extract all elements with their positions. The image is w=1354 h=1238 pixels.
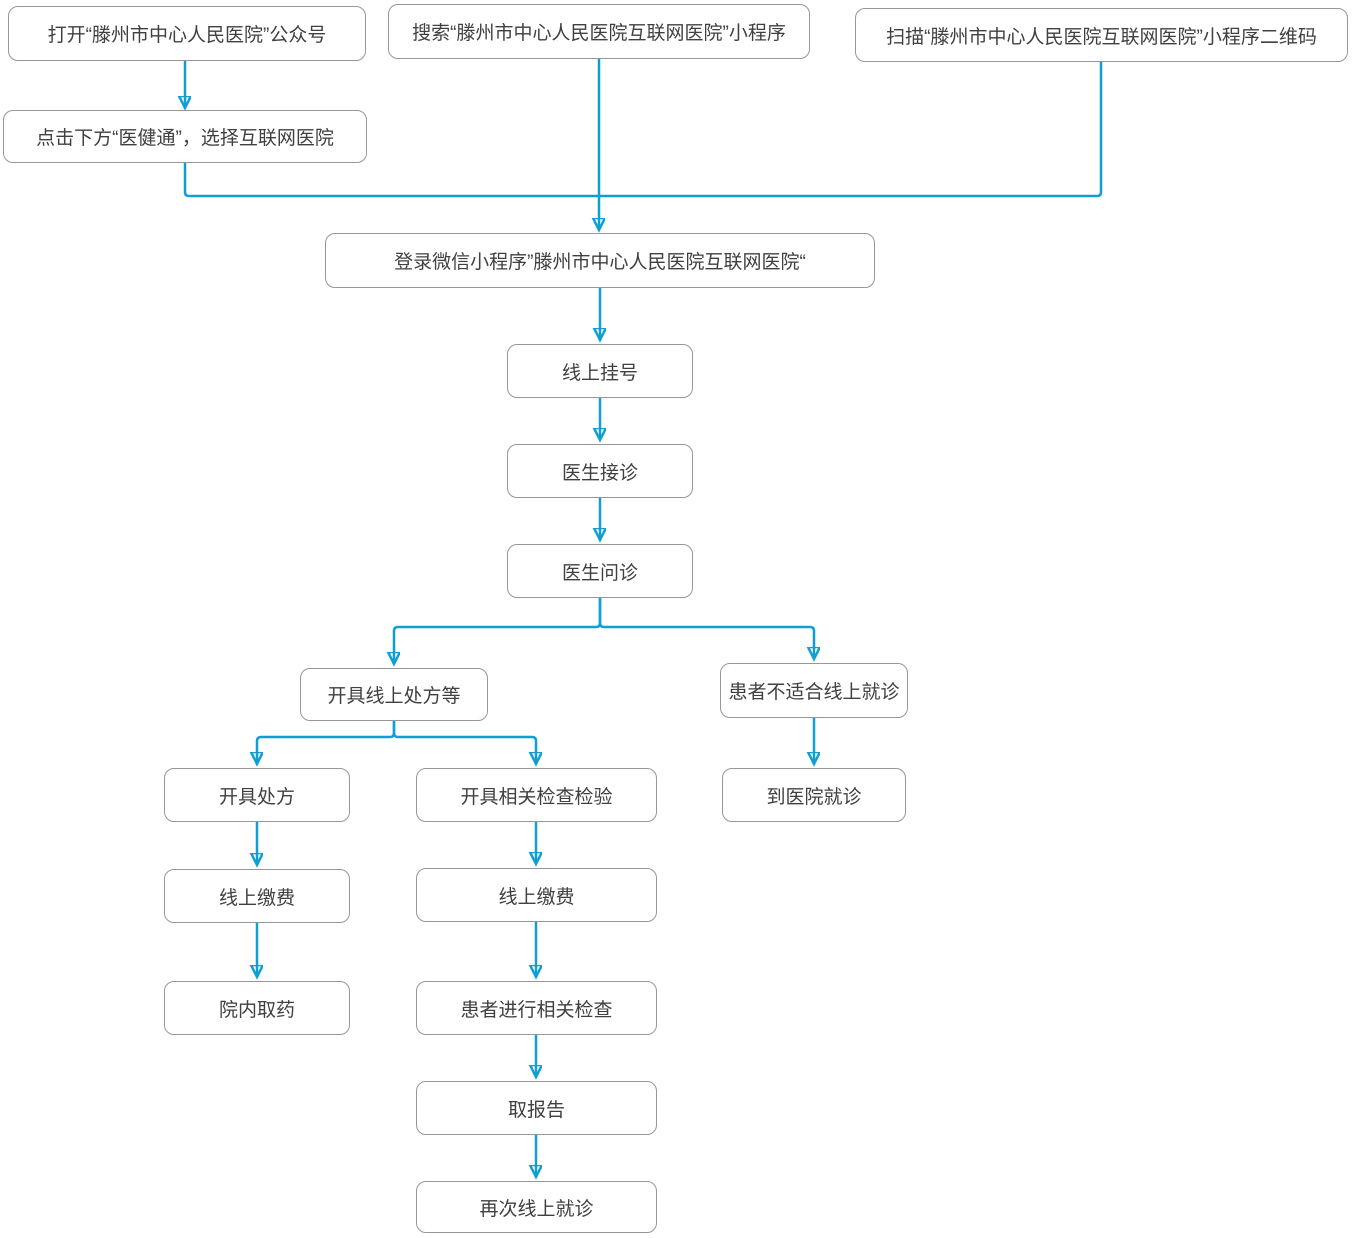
flow-node-get-report: 取报告 [416, 1081, 657, 1135]
edge-rx-online-rx [257, 721, 396, 762]
flow-node-online-payment-middle: 线上缴费 [416, 868, 657, 922]
flow-node-open-official-account: 打开“滕州市中心人民医院”公众号 [8, 6, 366, 61]
flow-node-visit-hospital: 到医院就诊 [722, 768, 906, 822]
edge-inquiry-rx-online [394, 598, 602, 662]
flow-node-pickup-medicine: 院内取药 [164, 981, 350, 1035]
flow-node-click-yijiantong: 点击下方“医健通”，选择互联网医院 [3, 110, 367, 163]
flow-node-search-mini-program: 搜索“滕州市中心人民医院互联网医院”小程序 [388, 4, 810, 59]
edge-scan-merge [599, 62, 1103, 198]
flow-node-unsuitable-for-online: 患者不适合线上就诊 [720, 663, 908, 718]
edge-rx-online-exam-order [392, 721, 536, 762]
flow-node-doctor-inquiry: 医生问诊 [507, 544, 693, 598]
flow-node-order-exams-tests: 开具相关检查检验 [416, 768, 657, 822]
flow-node-login-mini-program: 登录微信小程序”滕州市中心人民医院互联网医院“ [325, 233, 875, 288]
flow-node-online-payment-left: 线上缴费 [164, 869, 350, 923]
edge-inquiry-unsuitable [598, 598, 814, 657]
flow-node-patient-does-exams: 患者进行相关检查 [416, 981, 657, 1035]
flow-node-online-registration: 线上挂号 [507, 344, 693, 398]
flow-node-issue-online-orders: 开具线上处方等 [300, 668, 488, 721]
flow-node-issue-prescription: 开具处方 [164, 768, 350, 822]
flow-node-revisit-online: 再次线上就诊 [416, 1181, 657, 1233]
flow-node-doctor-accept: 医生接诊 [507, 444, 693, 498]
flow-node-scan-qr-code: 扫描“滕州市中心人民医院互联网医院”小程序二维码 [855, 8, 1348, 62]
edge-click-merge [183, 163, 599, 198]
